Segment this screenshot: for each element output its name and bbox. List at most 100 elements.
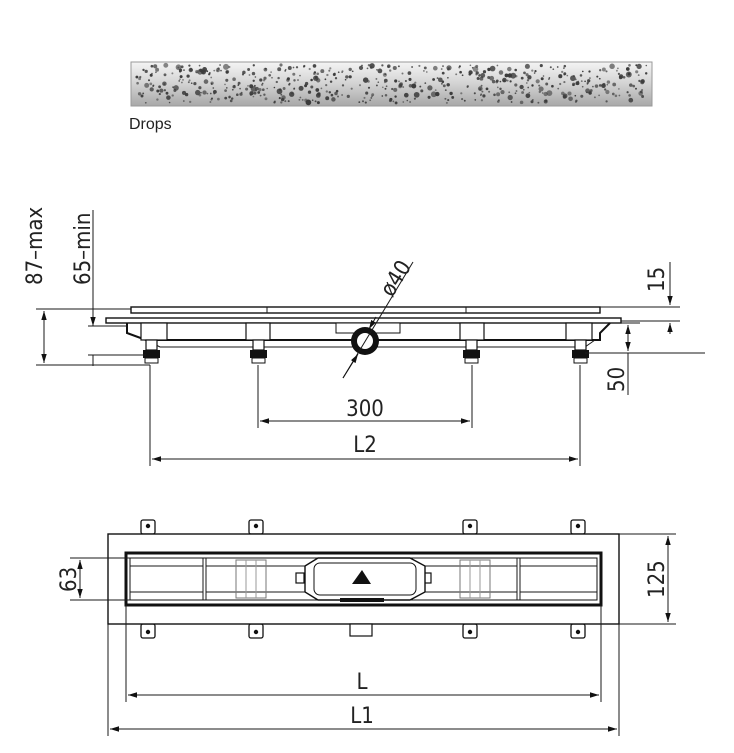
grate-drop [525,93,531,99]
grate-drop [350,87,353,90]
grate-drop [210,82,213,85]
grate-drop [632,84,636,88]
grate-drop [425,71,428,73]
grate-drop [430,91,437,98]
grate-drop [588,91,592,95]
grate-drop [563,64,567,68]
grate-drop [626,91,629,94]
grate-drop [266,87,269,90]
grate-drop [189,100,192,104]
grate-drop [139,75,142,79]
grate-drop [545,82,549,86]
grate-drop [200,91,202,94]
grate-drop [179,78,181,81]
grate-drop [507,94,513,101]
grate-drop [270,71,272,73]
grate-drop [171,72,174,75]
grate-drop [210,76,213,79]
grate-drop [375,77,378,80]
grate-drop [277,67,282,72]
grate-drop [358,65,364,70]
grate-drop [287,66,292,70]
grate-drop [570,75,576,82]
grate-drop [435,91,440,97]
grate-drop [209,101,212,103]
grate-drop [365,91,369,95]
grate-drop [287,100,290,103]
grate-drop [137,92,142,96]
grate-drop [264,97,268,101]
grate-drop [153,64,158,69]
grate-drop [225,78,229,82]
grate-drop [622,75,626,79]
grate-drop [527,75,532,80]
grate-drop [193,82,197,86]
grate-drop [304,84,308,88]
grate-drop [563,73,566,76]
grate-drop [375,84,378,87]
grate-drop [341,71,343,73]
grate-drop [577,80,580,83]
grate-drop [514,68,517,72]
grate-drop [473,92,476,95]
top-height-label: 15 [645,267,670,292]
grate-drop [414,81,417,84]
grate-drop [539,64,543,68]
grate-drop [213,92,216,95]
grate-drop [248,74,251,76]
grate-drop [247,85,249,87]
grate-drop [637,74,640,77]
grate-drop [461,98,464,101]
grate-drop [524,63,530,69]
outer-length-label: L1 [350,704,374,729]
grate-drop [418,64,421,67]
grate-drop [173,88,177,93]
grate-drop [181,90,187,95]
grate-drop [312,64,317,68]
grate-drop [394,101,398,105]
grate-drop [515,90,518,92]
grate-drop [499,87,502,91]
grate-drop [436,77,439,80]
grate-drop [259,94,262,97]
grate-drop [572,84,575,87]
grate-drop [474,99,477,101]
grate-drop [310,78,313,82]
grate-drop [208,72,211,74]
grate-drop [576,82,579,85]
grate-drop [557,87,560,90]
grate-drop [441,71,445,75]
grate-drop [392,100,395,103]
grate-drop [482,70,487,74]
grate-drop [628,63,631,67]
grate-drop [228,65,231,69]
grate-drop [254,76,257,78]
grate-drop [437,77,443,83]
grate-drop [195,89,201,96]
grate-drop [344,78,347,81]
grate-drop [606,80,611,84]
grate-drop [442,84,446,88]
grate-drop [440,82,443,85]
grate-drop [299,96,302,99]
grate-drop [527,86,530,89]
grate-drop [377,68,383,74]
grate-drop [522,88,525,91]
grate-drop [273,101,276,104]
grate-drop [341,94,343,96]
grate-drop [202,90,207,95]
grate-drop [279,63,283,67]
grate-drop [224,89,227,92]
grate-drop [371,93,375,97]
grate-drop [493,93,496,97]
grate-drop [186,74,190,78]
grate-drop [491,79,496,84]
grate-drop [376,68,378,71]
grate-drop [358,84,362,87]
grate-drop [574,94,577,97]
grate-drop [469,64,472,67]
grate-drop [475,64,479,68]
grate-drop [182,100,185,102]
grate-drop [559,82,562,86]
grate-drop [189,68,193,72]
